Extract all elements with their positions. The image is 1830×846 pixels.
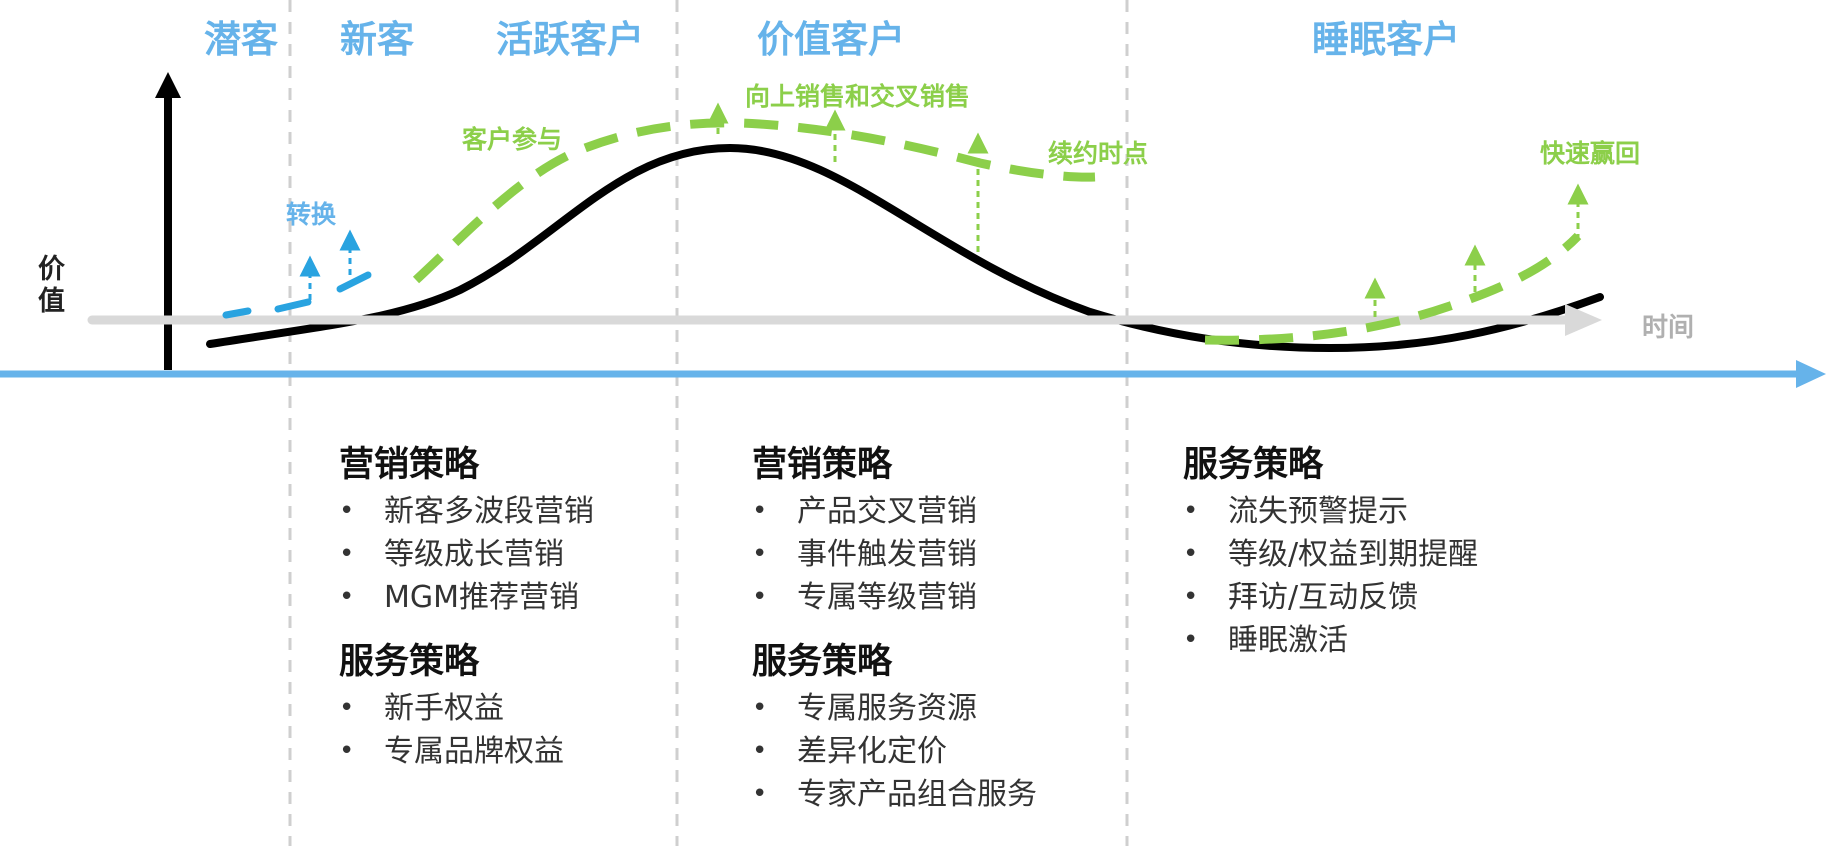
- list-item: 专属服务资源: [752, 687, 1037, 730]
- section-title: 营销策略: [752, 445, 893, 485]
- stage-label-value: 价值客户: [757, 18, 905, 61]
- stage-label-prospect: 潜客: [204, 18, 278, 61]
- strategy-list: 产品交叉营销 事件触发营销 专属等级营销: [752, 490, 1037, 619]
- value-axis-label: 值: [38, 286, 65, 317]
- list-item: MGM推荐营销: [339, 576, 594, 619]
- stage-label-new: 新客: [340, 18, 414, 61]
- list-item: 专属等级营销: [752, 576, 1037, 619]
- strategy-list: 专属服务资源 差异化定价 专家产品组合服务: [752, 687, 1037, 816]
- time-axis-label: 时间: [1642, 313, 1694, 343]
- section-title: 服务策略: [1183, 445, 1324, 485]
- event-label-winback: 快速赢回: [1540, 139, 1640, 168]
- strategy-list: 流失预警提示 等级/权益到期提醒 拜访/互动反馈 睡眠激活: [1183, 490, 1478, 662]
- list-item: 流失预警提示: [1183, 490, 1478, 533]
- event-label-conversion: 转换: [286, 200, 337, 229]
- stage-labels: 潜客 新客 活跃客户 价值客户 睡眠客户: [204, 18, 1460, 61]
- event-label-engagement: 客户参与: [462, 125, 562, 154]
- list-item: 新客多波段营销: [339, 490, 594, 533]
- value-axis: [155, 72, 181, 370]
- list-item: 睡眠激活: [1183, 619, 1478, 662]
- list-item: 专属品牌权益: [339, 730, 594, 773]
- value-axis-label: 价: [38, 254, 66, 285]
- list-item: 等级成长营销: [339, 533, 594, 576]
- strategy-column-new-active: 营销策略 新客多波段营销 等级成长营销 MGM推荐营销 服务策略 新手权益 专属…: [339, 444, 594, 795]
- list-item: 差异化定价: [752, 730, 1037, 773]
- time-axis: [87, 304, 1602, 336]
- baseline-axis: [0, 360, 1826, 388]
- customer-value-curve: [206, 143, 1604, 353]
- stage-label-active: 活跃客户: [496, 18, 644, 61]
- strategy-list: 新手权益 专属品牌权益: [339, 687, 594, 773]
- conversion-trend: [222, 229, 372, 319]
- winback-trend: [1204, 232, 1582, 345]
- section-title: 营销策略: [339, 445, 480, 485]
- event-label-upsell: 向上销售和交叉销售: [745, 82, 970, 111]
- list-item: 产品交叉营销: [752, 490, 1037, 533]
- list-item: 事件触发营销: [752, 533, 1037, 576]
- stage-dividers: [288, 0, 1129, 846]
- engagement-trend: [412, 118, 1096, 284]
- value-axis-arrow-icon: [155, 72, 181, 98]
- green-event-arrows: [707, 102, 1589, 317]
- list-item: 拜访/互动反馈: [1183, 576, 1478, 619]
- list-item: 等级/权益到期提醒: [1183, 533, 1478, 576]
- strategy-column-value: 营销策略 产品交叉营销 事件触发营销 专属等级营销 服务策略 专属服务资源 差异…: [752, 444, 1037, 838]
- stage-label-dormant: 睡眠客户: [1312, 18, 1460, 61]
- section-title: 服务策略: [339, 642, 480, 682]
- section-title: 服务策略: [752, 642, 893, 682]
- baseline-arrow-icon: [1796, 360, 1826, 388]
- list-item: 专家产品组合服务: [752, 773, 1037, 816]
- strategy-column-dormant: 服务策略 流失预警提示 等级/权益到期提醒 拜访/互动反馈 睡眠激活: [1183, 444, 1478, 684]
- time-axis-arrow-icon: [1565, 304, 1602, 336]
- strategy-list: 新客多波段营销 等级成长营销 MGM推荐营销: [339, 490, 594, 619]
- event-label-renewal: 续约时点: [1048, 139, 1148, 168]
- list-item: 新手权益: [339, 687, 594, 730]
